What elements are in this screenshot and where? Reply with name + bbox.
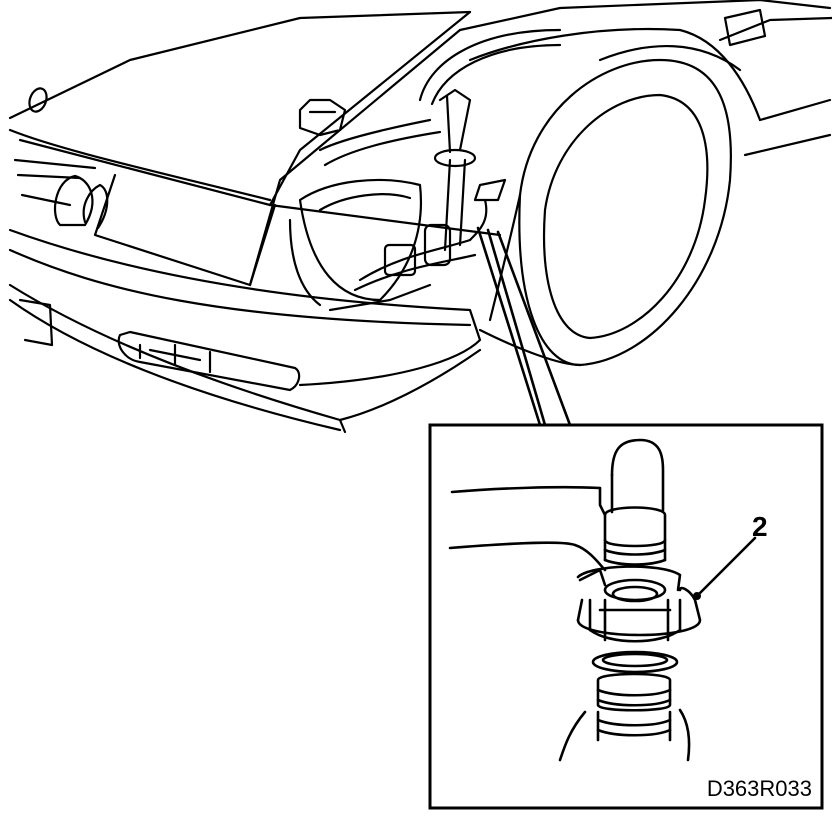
callout-2-leader [693, 536, 757, 600]
callout-label: 2 [752, 511, 768, 542]
detail-inset [428, 423, 824, 810]
front-wheel [478, 44, 742, 367]
inset-frame [428, 423, 824, 810]
detail-leader-lines [476, 226, 572, 427]
headlamp-assembly [288, 28, 562, 312]
car-body [8, 0, 832, 434]
figure-code: D363R033 [707, 776, 812, 801]
inset-connector-drawing [448, 438, 702, 762]
